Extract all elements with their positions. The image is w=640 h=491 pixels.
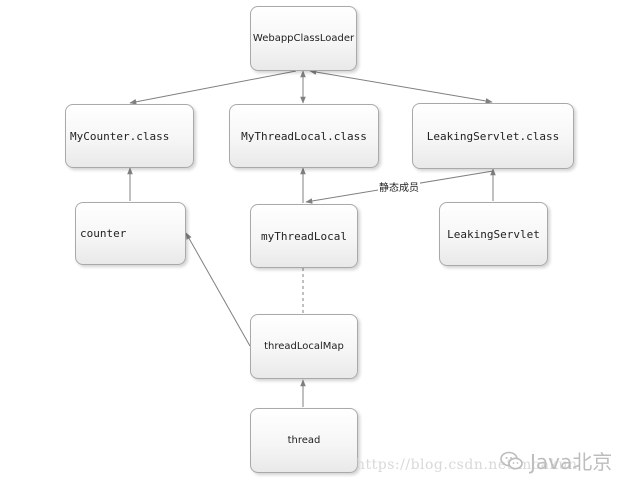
node-webapp-class-loader: WebappClassLoader [250, 6, 357, 71]
node-leaking-servlet: LeakingServlet [439, 202, 548, 266]
node-counter-label: counter [80, 227, 127, 240]
node-my-thread-local: myThreadLocal [250, 204, 358, 268]
node-thread-local-map-label: threadLocalMap [264, 341, 344, 352]
node-my-counter-class: MyCounter.class [65, 104, 194, 168]
node-leaking-servlet-class-label: LeakingServlet.class [426, 129, 560, 143]
node-thread: thread [250, 408, 358, 473]
node-my-thread-local-class: MyThreadLocal.class [229, 104, 379, 168]
wechat-icon [500, 451, 524, 471]
edge-label-static-member: 静态成员 [378, 179, 420, 194]
node-webapp-class-loader-label: WebappClassLoader [252, 33, 355, 44]
edge-threadlocalmap-to-counter [185, 232, 251, 347]
node-counter: counter [75, 202, 186, 265]
watermark-brand-text: Java北京 [530, 450, 613, 474]
node-my-counter-class-label: MyCounter.class [70, 129, 170, 143]
node-thread-local-map: threadLocalMap [250, 314, 358, 379]
watermark-brand: Java北京 [500, 446, 612, 475]
edge-loader-to-leakingservlet-class [309, 69, 493, 104]
node-leaking-servlet-class: LeakingServlet.class [412, 103, 574, 169]
node-thread-label: thread [287, 435, 321, 446]
node-my-thread-local-label: myThreadLocal [260, 229, 348, 243]
edge-loader-to-mycounter-class [129, 70, 297, 105]
node-my-thread-local-class-label: MyThreadLocal.class [241, 129, 367, 143]
node-leaking-servlet-label: LeakingServlet [447, 227, 540, 241]
